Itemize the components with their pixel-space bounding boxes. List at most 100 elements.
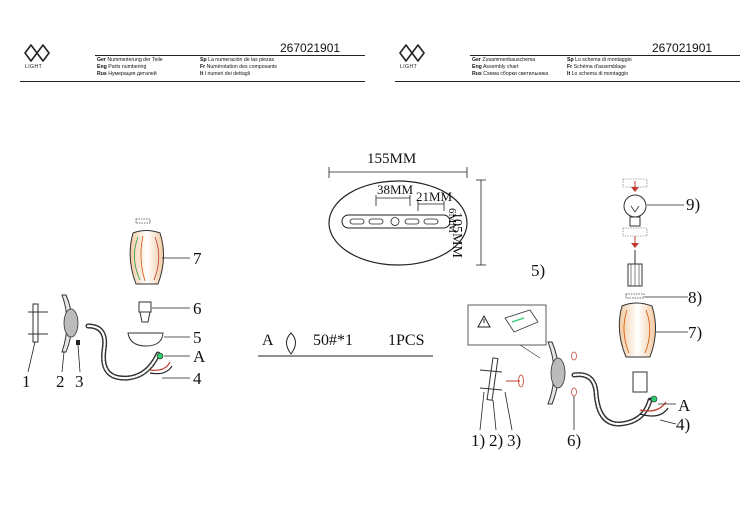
header-rule-bottom: [395, 81, 740, 82]
right-assembly-view: [467, 178, 688, 431]
mounting-plate-drawing: [328, 167, 486, 266]
lang-text: Zusammenbauschema: [482, 57, 536, 63]
fixing-nut: [76, 340, 80, 345]
part-label-9: 9): [686, 195, 701, 214]
lang-text: I numeri dei dettagli: [204, 71, 250, 77]
wire-nut: [156, 352, 164, 360]
part-label-8: 8): [688, 288, 703, 307]
part-label-3-right: 3): [507, 431, 522, 450]
spec-code: 50#*1: [313, 332, 353, 349]
part-label-3: 3: [75, 372, 84, 391]
part-label-6-right: 6): [567, 431, 582, 450]
bulb-neck: [139, 311, 151, 323]
lang-text: Схема сборки светильника: [483, 71, 549, 77]
shade-contour: [140, 235, 146, 282]
spec-label: A: [262, 332, 274, 349]
right-header: LIGHT 267021901 Ger Zusammenbauschema Sp…: [395, 38, 740, 98]
left-parts-view: [27, 218, 190, 381]
socket-ring-hint: [622, 227, 648, 237]
base-cover: [550, 357, 566, 389]
leader-4: [659, 419, 677, 425]
product-code: 267021901: [652, 41, 713, 55]
lang-code: Ger: [472, 57, 481, 63]
mounting-screw: [479, 369, 503, 373]
lang-code: Sp: [567, 57, 574, 63]
translation-line-3: Rus Нумерация деталей: [97, 71, 157, 78]
warning-triangle-icon: [477, 314, 491, 328]
base-nut-hint: [571, 351, 577, 361]
wire-nut: [650, 395, 658, 403]
lang-text: La numeración de las piezas: [208, 57, 275, 63]
base-cover: [63, 308, 79, 338]
lang-code: It: [567, 71, 571, 77]
product-code: 267021901: [280, 41, 341, 55]
lang-text: Lo schema di montaggio: [575, 57, 632, 63]
glass-shade: [129, 230, 164, 285]
brand-name: LIGHT: [400, 64, 418, 70]
part-label-A-right: A: [678, 396, 691, 415]
curved-arm-inner: [86, 324, 160, 380]
part-label-5: 5: [193, 328, 202, 347]
insert-arrow-head: [631, 187, 639, 192]
slot-width-label: 6MM: [446, 208, 458, 234]
lang-text: Нумерация деталей: [108, 71, 157, 77]
leader-1: [27, 341, 36, 373]
lang-text: Schéma d'assemblage: [573, 64, 626, 70]
part-label-4: 4: [193, 369, 202, 388]
lang-code: Eng: [472, 64, 482, 70]
glass-shade: [618, 302, 656, 358]
lang-code: Sp: [200, 57, 207, 63]
shade-contour: [153, 236, 160, 281]
part-label-A: A: [193, 347, 206, 366]
wire-lead: [149, 361, 171, 371]
header-rule-bottom: [20, 81, 365, 82]
socket-ring: [127, 332, 164, 347]
mounting-screw: [479, 387, 503, 391]
lang-code: Rus: [472, 71, 482, 77]
wire-lead: [639, 407, 669, 417]
lang-code: Eng: [97, 64, 107, 70]
header-rule: [95, 55, 365, 56]
bulb-filament: [630, 205, 640, 213]
translation-line-2: Eng Assembly chart: [472, 64, 518, 71]
shade-contour: [623, 309, 630, 354]
wire-lead: [149, 365, 173, 375]
translation-line-1-b: Sp Lo schema di montaggio: [567, 57, 632, 64]
ground-wire: [511, 317, 525, 323]
plate-slot: [349, 218, 365, 225]
hole-span-label: 38MM: [377, 182, 414, 197]
insert-arrow-head: [631, 243, 639, 248]
wiring-detail-box: [467, 304, 547, 346]
lang-text: Lo schema di montaggio: [571, 71, 629, 77]
shade-contour: [134, 236, 141, 281]
translation-line-1-b: Sp La numeración de las piezas: [200, 57, 274, 64]
mounting-bar: [32, 303, 39, 343]
lang-text: Assembly chart: [482, 64, 519, 70]
leader-1: [479, 391, 485, 431]
brand-name: LIGHT: [25, 64, 43, 70]
part-label-1: 1: [22, 372, 31, 391]
leader-3: [504, 391, 513, 431]
leader-2: [492, 399, 497, 431]
plate-center-hole: [390, 217, 400, 226]
translation-line-3-b: It Lo schema di montaggio: [567, 71, 628, 78]
spec-qty: 1PCS: [388, 332, 425, 349]
shade-top-cap: [135, 218, 151, 224]
arm-socket: [632, 371, 648, 393]
leader-2: [61, 351, 65, 373]
translation-line-2: Eng Parts numbering: [97, 64, 146, 71]
plate-slot: [404, 218, 420, 225]
bulb-base: [629, 216, 641, 227]
part-label-6: 6: [193, 299, 202, 318]
plate-slot: [423, 218, 439, 225]
lang-code: Rus: [97, 71, 107, 77]
translation-line-2-b: Fr Schéma d'assemblage: [567, 64, 626, 71]
bulb-socket: [138, 301, 152, 313]
mounting-bar: [486, 357, 499, 401]
brand-logo-icon: [24, 44, 50, 62]
plate-slot-bar: [341, 214, 451, 229]
shade-contour: [644, 309, 651, 354]
lang-text: Nummerierung der Teile: [107, 57, 163, 63]
